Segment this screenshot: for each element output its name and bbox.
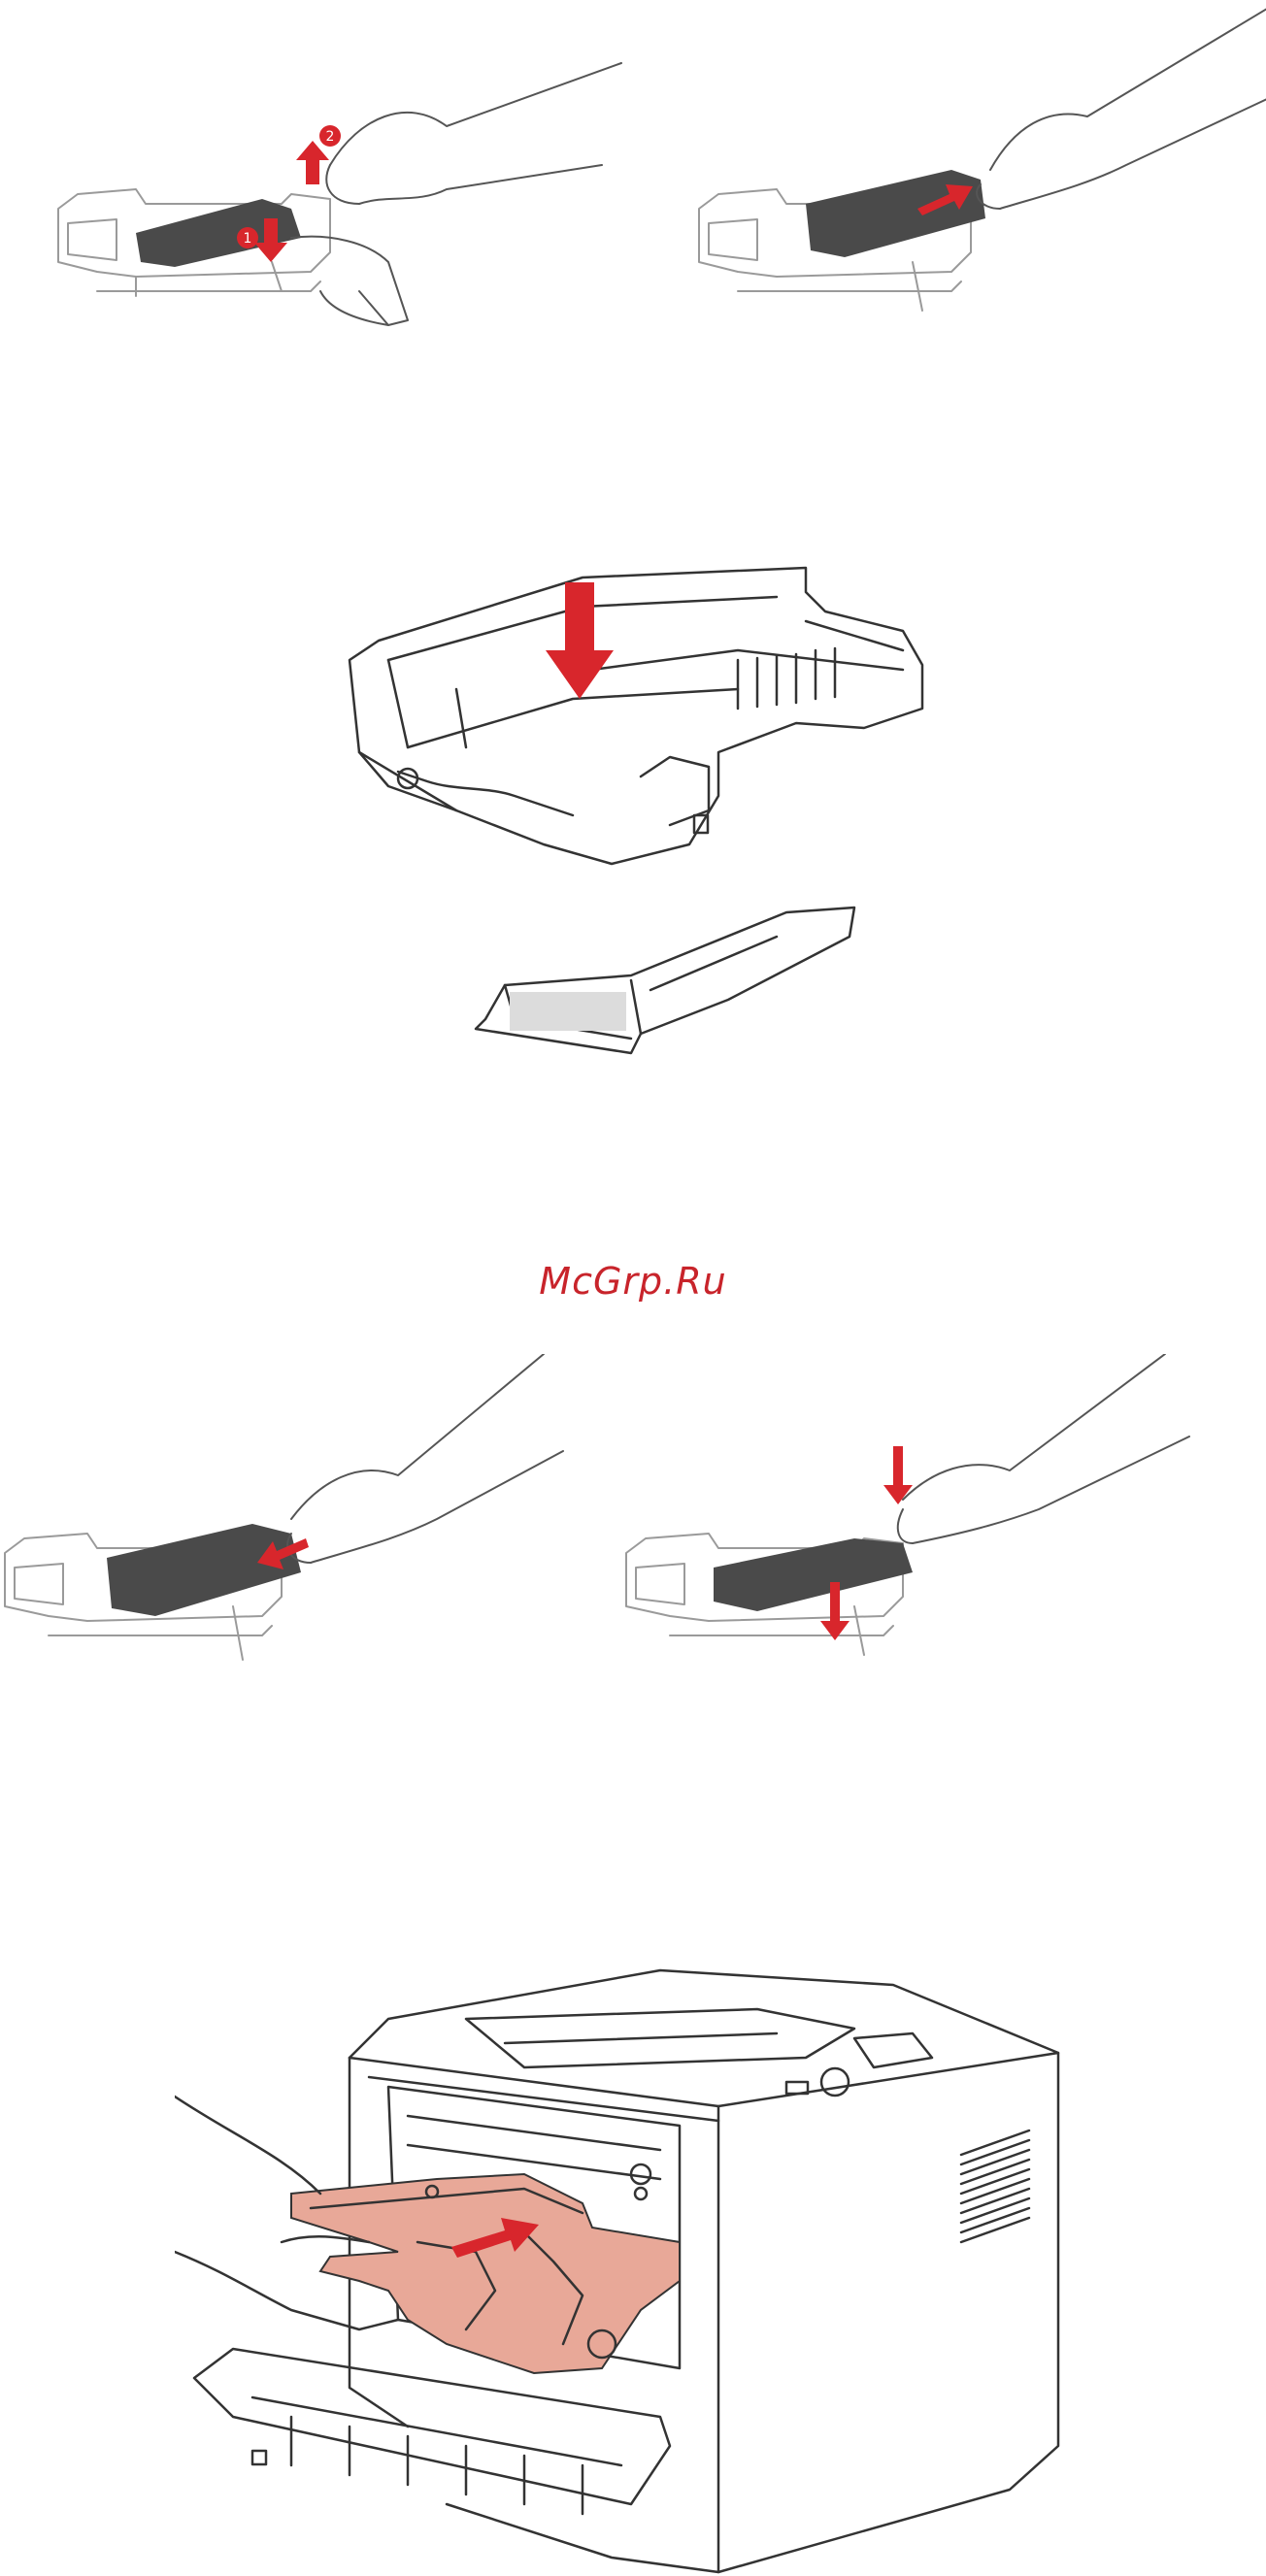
step-label-1: 1	[244, 231, 252, 247]
watermark-text: McGrp.Ru	[0, 1260, 1266, 1303]
hand-outline	[977, 0, 1266, 209]
toner-cartridge-shape	[107, 1524, 301, 1616]
hand-outline	[287, 1354, 563, 1563]
figure-press-toner-down	[621, 1354, 1223, 1723]
drum-unit-outline	[350, 568, 922, 864]
figure-remove-toner-step: 2 1	[39, 0, 641, 349]
toner-cartridge-shape	[714, 1538, 913, 1611]
figure-drum-unit	[320, 553, 1058, 1097]
step-label-2: 2	[326, 129, 335, 145]
toner-cartridge-outline	[476, 908, 854, 1053]
arrow-up-icon	[296, 141, 329, 184]
figure-insert-toner	[0, 1354, 583, 1723]
arrow-down-icon	[546, 582, 614, 699]
hand-outline	[291, 63, 621, 325]
figure-install-drum	[175, 1961, 1087, 2576]
figure-pull-toner-out	[680, 0, 1266, 349]
toner-cartridge-shape	[806, 170, 985, 257]
hand-outline	[898, 1354, 1189, 1543]
